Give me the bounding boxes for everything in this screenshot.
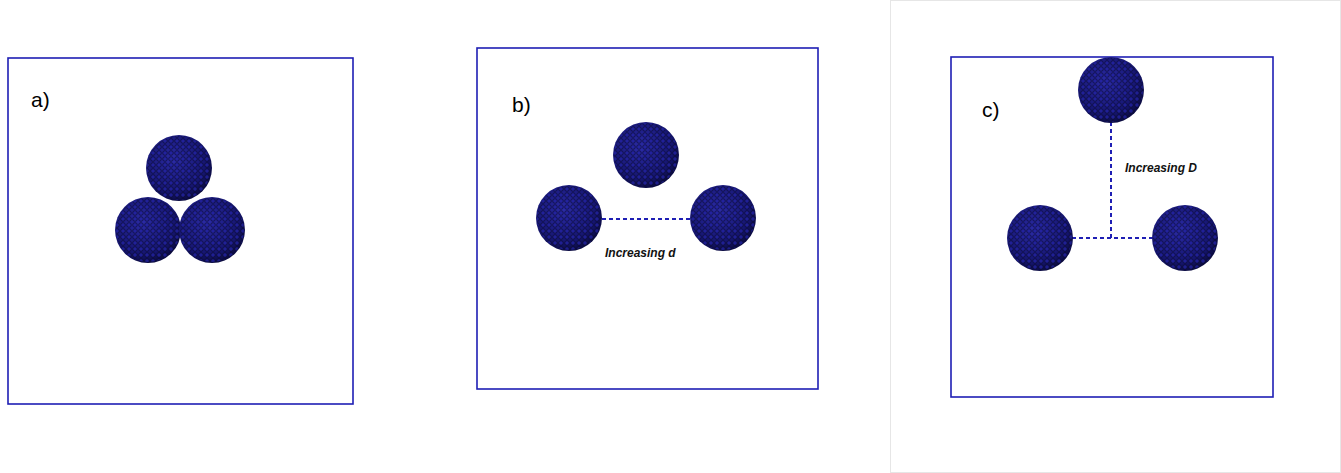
panel-frame [951, 57, 1273, 397]
nanoparticle [146, 135, 212, 201]
particle-clusters [115, 57, 1218, 271]
nanoparticle [1152, 205, 1218, 271]
nanoparticle-texture [1008, 206, 1072, 270]
panel-frame [8, 58, 353, 404]
nanoparticle [179, 197, 245, 263]
nanoparticle [613, 122, 679, 188]
nanoparticle-texture [116, 198, 180, 262]
dashed-line [1110, 122, 1112, 238]
nanoparticle-texture [614, 123, 678, 187]
nanoparticle [1007, 205, 1073, 271]
dimension-label: Increasing D [1124, 162, 1198, 174]
dimension-label: Increasing d [604, 247, 677, 259]
nanoparticle-texture [1079, 58, 1143, 122]
nanoparticle-texture [147, 136, 211, 200]
nanoparticle-texture [180, 198, 244, 262]
panel-label: b) [512, 94, 531, 115]
panel-label: a) [31, 89, 50, 110]
dashed-line [1072, 237, 1153, 239]
nanoparticle [1078, 57, 1144, 123]
nanoparticle [536, 185, 602, 251]
nanoparticle [115, 197, 181, 263]
panel-frame [477, 48, 818, 389]
nanoparticle [690, 185, 756, 251]
nanoparticle-texture [1153, 206, 1217, 270]
nanoparticle-texture [537, 186, 601, 250]
outer-frame [891, 1, 1341, 473]
nanoparticle-texture [691, 186, 755, 250]
dashed-line [602, 218, 690, 220]
panel-label: c) [982, 99, 1000, 120]
